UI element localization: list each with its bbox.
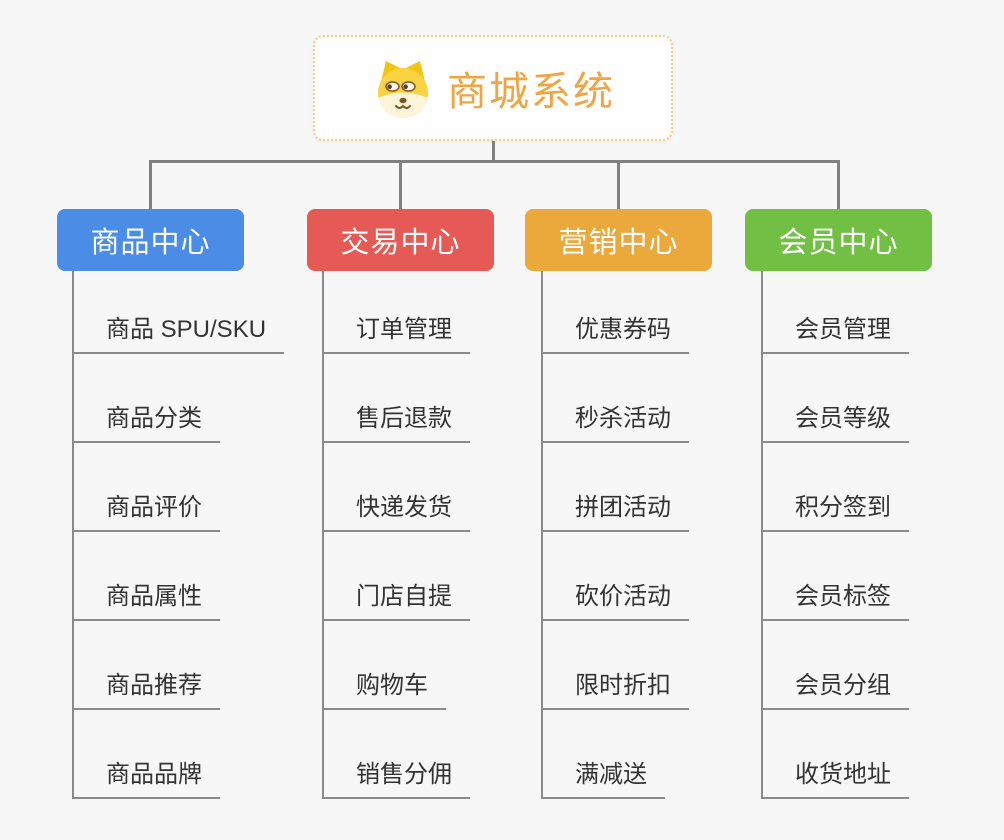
branch-column-marketing: 优惠券码 秒杀活动 拼团活动 砍价活动 限时折扣 满减送: [541, 271, 781, 801]
branch-node-marketing[interactable]: 营销中心: [525, 209, 712, 271]
leaf-topic[interactable]: 秒杀活动: [541, 405, 689, 443]
connector-rail: [149, 160, 840, 163]
leaf-topic[interactable]: 拼团活动: [541, 494, 689, 532]
leaf-topic[interactable]: 购物车: [322, 672, 446, 710]
branch-label: 交易中心: [340, 227, 461, 259]
leaf-topic[interactable]: 收货地址: [761, 761, 909, 799]
leaf-topic[interactable]: 快递发货: [322, 494, 470, 532]
leaf-topic[interactable]: 商品推荐: [72, 672, 220, 710]
connector-drop-4: [837, 160, 840, 210]
connector-drop-1: [149, 160, 152, 210]
connector-drop-2: [399, 160, 402, 210]
branch-column-member: 会员管理 会员等级 积分签到 会员标签 会员分组 收货地址: [761, 271, 1001, 801]
leaf-topic[interactable]: 商品 SPU/SKU: [72, 316, 285, 354]
branch-label: 商品中心: [90, 227, 211, 259]
leaf-topic[interactable]: 门店自提: [322, 583, 470, 621]
leaf-topic[interactable]: 砍价活动: [541, 583, 689, 621]
branch-column-trade: 订单管理 售后退款 快递发货 门店自提 购物车 销售分佣: [322, 271, 562, 801]
leaf-topic[interactable]: 优惠券码: [541, 316, 689, 354]
connector-root-stub: [492, 141, 495, 163]
branch-column-product: 商品 SPU/SKU 商品分类 商品评价 商品属性 商品推荐 商品品牌: [72, 271, 312, 801]
leaf-topic[interactable]: 限时折扣: [541, 672, 689, 710]
leaf-topic[interactable]: 商品属性: [72, 583, 220, 621]
root-node[interactable]: 商城系统: [313, 35, 673, 141]
leaf-topic[interactable]: 会员等级: [761, 405, 909, 443]
leaf-topic[interactable]: 商品品牌: [72, 761, 220, 799]
leaf-topic[interactable]: 订单管理: [322, 316, 470, 354]
root-title: 商城系统: [447, 70, 615, 114]
connector-drop-3: [617, 160, 620, 210]
leaf-topic[interactable]: 会员标签: [761, 583, 909, 621]
branch-node-product[interactable]: 商品中心: [57, 209, 244, 271]
leaf-topic[interactable]: 售后退款: [322, 405, 470, 443]
branch-label: 营销中心: [558, 227, 679, 259]
leaf-topic[interactable]: 商品分类: [72, 405, 220, 443]
branch-node-member[interactable]: 会员中心: [745, 209, 932, 271]
leaf-topic[interactable]: 商品评价: [72, 494, 220, 532]
dog-face-icon: [378, 61, 428, 118]
leaf-topic[interactable]: 销售分佣: [322, 761, 470, 799]
leaf-topic[interactable]: 满减送: [541, 761, 665, 799]
leaf-topic[interactable]: 会员分组: [761, 672, 909, 710]
branch-label: 会员中心: [778, 227, 899, 259]
leaf-topic[interactable]: 会员管理: [761, 316, 909, 354]
branch-node-trade[interactable]: 交易中心: [307, 209, 494, 271]
leaf-topic[interactable]: 积分签到: [761, 494, 909, 532]
